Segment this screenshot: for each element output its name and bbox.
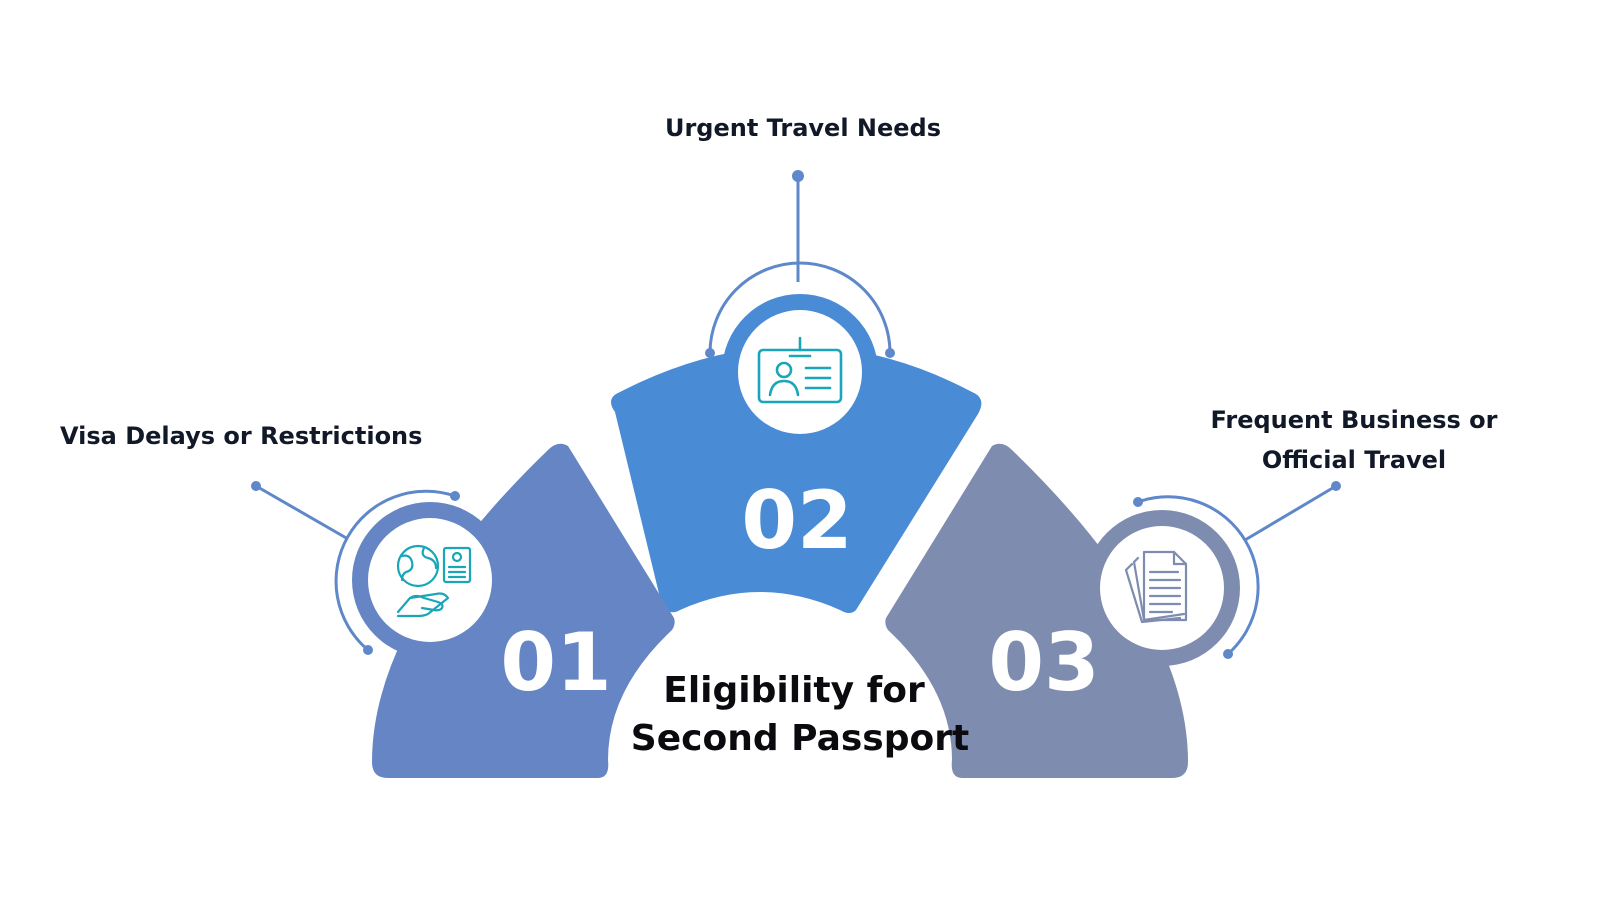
center-title-line-2: Second Passport	[631, 718, 969, 759]
segment-01-label: Visa Delays or Restrictions	[60, 422, 422, 450]
card-avatar-head	[775, 361, 793, 379]
card-avatar-body	[768, 379, 800, 397]
segment-01-shape	[372, 443, 675, 778]
connector-03-arc	[1137, 495, 1260, 656]
segment-03-label-line-2: Official Travel	[1262, 446, 1446, 474]
documents-icon	[1124, 550, 1188, 624]
connector-01-arc	[334, 489, 456, 652]
document-front	[1142, 550, 1188, 622]
icon-badge-01-disc	[368, 518, 492, 642]
segment-02-shape	[611, 346, 982, 613]
segment-02-number: 02	[741, 474, 852, 567]
connector-01-leader-dot	[251, 481, 261, 491]
document-middle	[1132, 556, 1186, 622]
icon-badge-02	[722, 294, 878, 450]
segment-03-label-line-1: Frequent Business or	[1211, 406, 1498, 434]
connector-03-arc-dot-bottom	[1223, 649, 1233, 659]
connector-03-leader	[1244, 484, 1337, 542]
globe-hand-document-icon	[396, 544, 472, 618]
connector-01-arc-dot-top	[450, 491, 460, 501]
connector-02-arc-dot-right	[885, 348, 895, 358]
segment-01-number: 01	[500, 616, 611, 709]
connector-03	[1133, 481, 1341, 659]
connector-01-leader	[255, 484, 349, 541]
document-fold	[1172, 550, 1188, 566]
globe-shape	[396, 544, 440, 588]
center-title-line-1: Eligibility for	[663, 670, 925, 711]
segment-02-label: Urgent Travel Needs	[665, 114, 941, 142]
connector-03-leader-dot	[1331, 481, 1341, 491]
id-card-icon	[757, 336, 843, 404]
connector-01	[251, 481, 460, 655]
connector-02-leader-dot	[792, 170, 804, 182]
connector-02-arc-dot-left	[705, 348, 715, 358]
connector-01-arc-dot-bottom	[363, 645, 373, 655]
globe-landmass-a	[400, 554, 414, 582]
document-avatar	[451, 551, 463, 563]
connector-02-arc	[708, 261, 892, 354]
segment-03-number: 03	[988, 616, 1099, 709]
connector-02	[705, 170, 895, 358]
document-shape	[442, 546, 472, 584]
segment-03-shape	[885, 443, 1188, 778]
connector-03-arc-dot-top	[1133, 497, 1143, 507]
hand-shape	[396, 592, 450, 618]
globe-landmass-b	[421, 546, 438, 570]
icon-badge-01	[352, 502, 508, 658]
icon-badge-02-disc	[738, 310, 862, 434]
